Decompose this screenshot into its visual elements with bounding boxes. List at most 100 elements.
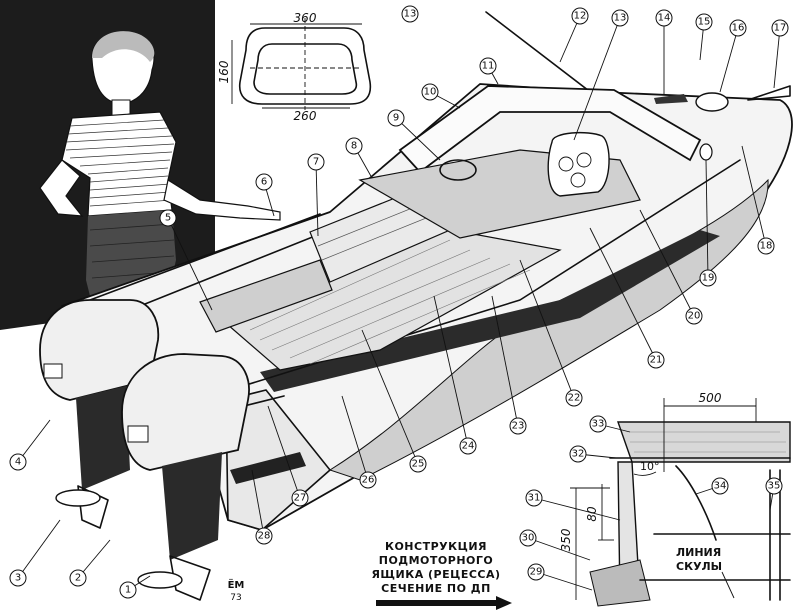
- caption-line1: КОНСТРУКЦИЯ: [385, 540, 487, 553]
- callout-5: 5: [159, 209, 177, 227]
- callout-circle-30: [519, 529, 537, 547]
- callout-circle-4: [9, 453, 27, 471]
- callout-1: 1: [119, 581, 137, 599]
- callout-number-13: 13: [614, 13, 627, 24]
- callout-circle-3: [9, 569, 27, 587]
- callout-leader-21: [589, 227, 657, 361]
- callout-number-25: 25: [412, 459, 425, 470]
- callout-number-11: 11: [482, 61, 495, 72]
- callout-22: 22: [565, 389, 583, 407]
- callout-number-4: 4: [15, 457, 21, 468]
- callout-circle-23: [509, 417, 527, 435]
- callout-number-19: 19: [702, 273, 715, 284]
- callout-28: 28: [255, 527, 273, 545]
- callout-number-35: 35: [768, 481, 781, 492]
- callout-leader-29: [535, 571, 593, 591]
- callout-circle-11: [479, 57, 497, 75]
- callout-number-28: 28: [258, 531, 271, 542]
- callout-leader-19: [705, 159, 709, 279]
- callout-2: 2: [69, 569, 87, 587]
- callout-circle-7: [307, 153, 325, 171]
- callout-leader-26: [341, 395, 369, 481]
- callout-circle-34: [711, 477, 729, 495]
- callout-number-22: 22: [568, 393, 581, 404]
- callout-leader-16: [719, 27, 739, 93]
- callout-number-1: 1: [125, 585, 131, 596]
- callout-circle-22: [565, 389, 583, 407]
- callout-9: 9: [387, 109, 405, 127]
- callout-number-29: 29: [530, 567, 543, 578]
- callout-circle-2: [69, 569, 87, 587]
- callout-leader-30: [527, 537, 591, 561]
- callout-circle-26: [359, 471, 377, 489]
- callout-leader-28: [251, 469, 265, 537]
- callout-35: 35: [765, 477, 783, 495]
- callout-circle-32: [569, 445, 587, 463]
- section-width-dimension: 500: [699, 391, 722, 405]
- callout-leader-4: [17, 419, 51, 463]
- callout-number-9: 9: [393, 113, 399, 124]
- callout-circle-31: [525, 489, 543, 507]
- callout-number-20: 20: [688, 311, 701, 322]
- caption-arrow: [376, 596, 512, 610]
- outboard-motors: [39, 299, 250, 601]
- callout-circle-17: [771, 19, 789, 37]
- callout-12: 12: [571, 7, 589, 25]
- callout-14: 14: [655, 9, 673, 27]
- callout-23: 23: [509, 417, 527, 435]
- callout-8: 8: [345, 137, 363, 155]
- callout-leader-7: [315, 161, 319, 237]
- callout-circle-12: [571, 7, 589, 25]
- callout-circle-16: [729, 19, 747, 37]
- callout-number-27: 27: [294, 493, 307, 504]
- callout-number-31: 31: [528, 493, 541, 504]
- callout-leader-9: [395, 117, 441, 161]
- callout-11: 11: [479, 57, 497, 75]
- callout-21: 21: [647, 351, 665, 369]
- callout-number-30: 30: [522, 533, 535, 544]
- callout-number-16: 16: [732, 23, 745, 34]
- callout-18: 18: [757, 237, 775, 255]
- callout-number-14: 14: [658, 13, 671, 24]
- callout-number-2: 2: [75, 573, 81, 584]
- callout-number-7: 7: [313, 157, 319, 168]
- callout-circle-14: [655, 9, 673, 27]
- callout-circle-6: [255, 173, 273, 191]
- callout-3: 3: [9, 569, 27, 587]
- callout-circle-27: [291, 489, 309, 507]
- callout-number-23: 23: [512, 421, 525, 432]
- callout-number-5: 5: [165, 213, 171, 224]
- callout-number-8: 8: [351, 141, 357, 152]
- callout-17: 17: [771, 19, 789, 37]
- callout-number-32: 32: [572, 449, 585, 460]
- inset-side-dimension: 160: [217, 60, 231, 83]
- callout-number-12: 12: [574, 11, 587, 22]
- callout-34: 34: [711, 477, 729, 495]
- callout-13: 13: [611, 9, 629, 27]
- angle-label: 10°: [640, 460, 660, 473]
- section-height-small: 80: [585, 506, 599, 522]
- callout-circle-20: [685, 307, 703, 325]
- callout-circle-8: [345, 137, 363, 155]
- callout-27: 27: [291, 489, 309, 507]
- callout-leader-3: [17, 519, 61, 579]
- callout-number-15: 15: [698, 17, 711, 28]
- callout-circle-9: [387, 109, 405, 127]
- callout-circle-10: [421, 83, 439, 101]
- callout-7: 7: [307, 153, 325, 171]
- callout-number-21: 21: [650, 355, 663, 366]
- callout-6: 6: [255, 173, 273, 191]
- callout-circle-35: [765, 477, 783, 495]
- callout-number-6: 6: [261, 177, 267, 188]
- callout-leader-31: [533, 497, 621, 521]
- section-caption: КОНСТРУКЦИЯ ПОДМОТОРНОГО ЯЩИКА (РЕЦЕССА)…: [371, 540, 512, 610]
- callout-circle-15: [695, 13, 713, 31]
- callout-number-3: 3: [15, 573, 21, 584]
- callout-number-26: 26: [362, 475, 375, 486]
- callout-15: 15: [695, 13, 713, 31]
- inset-callout: 13: [401, 5, 419, 23]
- caption-line2: ПОДМОТОРНОГО: [379, 554, 494, 567]
- woman-figure: [0, 0, 281, 336]
- callout-circle-33: [589, 415, 607, 433]
